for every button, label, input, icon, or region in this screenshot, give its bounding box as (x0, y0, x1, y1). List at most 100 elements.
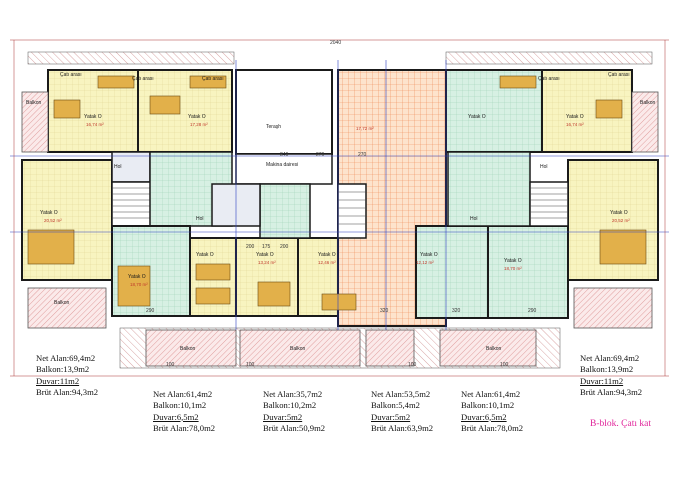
svg-text:18,70 m²: 18,70 m² (504, 266, 522, 271)
room-label: Çatı arası (60, 72, 82, 78)
roof-eave-top-right (445, 51, 653, 65)
room-label: Çatı arası (202, 76, 224, 82)
balcony-bottom-4 (439, 329, 537, 367)
room-label: Çatı arası (132, 76, 154, 82)
dimension: 175 (262, 244, 271, 250)
room-label: Teraşh (266, 124, 281, 130)
block-title: B-blok. Çatı kat (590, 419, 651, 429)
dimension: 200 (280, 244, 289, 250)
unit-stats-6: Net Alan:69,4m2 Balkon:13,9m2 Duvar:11m2… (580, 353, 642, 398)
wall-area: Duvar:11m2 (36, 375, 80, 386)
svg-text:17,28 m²: 17,28 m² (190, 122, 208, 127)
balcony-area: Balkon:5,4m2 (371, 400, 420, 411)
unit-stats-5: Net Alan:61,4m2 Balkon:10,1m2 Duvar:6,5m… (461, 389, 523, 434)
balcony-area: Balkon:10,1m2 (461, 400, 515, 411)
svg-text:18,70 m²: 18,70 m² (130, 282, 148, 287)
net-area: Net Alan:35,7m2 (263, 389, 323, 399)
room-label: Hol (470, 216, 478, 222)
balcony-area: Balkon:13,9m2 (36, 364, 90, 375)
balcony-bottom-2 (239, 329, 361, 367)
room-label: Yatak O (468, 114, 486, 120)
wall-area: Duvar:5m2 (371, 411, 411, 422)
balcony-bottom-1 (145, 329, 237, 367)
room-label: Çatı arası (608, 72, 630, 78)
room-label: Balkon (486, 346, 502, 352)
gross-area: Brüt Alan:94,3m2 (580, 386, 643, 397)
wall-area: Duvar:6,5m2 (153, 411, 199, 422)
unit-stats-4: Net Alan:53,5m2 Balkon:5,4m2 Duvar:5m2 B… (371, 389, 433, 434)
room-label: Hol (540, 164, 548, 170)
room-label: Yatak O (566, 114, 584, 120)
dimension: 840 (280, 152, 289, 158)
dimension-lines (10, 39, 669, 377)
room-label: Balkon (290, 346, 306, 352)
balcony-area: Balkon:13,9m2 (580, 364, 634, 375)
balcony-area: Balkon:10,1m2 (153, 400, 207, 411)
balcony-left-top (21, 91, 49, 153)
gross-area: Brüt Alan:78,0m2 (153, 422, 216, 433)
net-area: Net Alan:69,4m2 (36, 353, 96, 363)
net-area: Net Alan:61,4m2 (461, 389, 521, 399)
dimension: 270 (358, 152, 367, 158)
net-area: Net Alan:69,4m2 (580, 353, 640, 363)
unit-stats-2: Net Alan:61,4m2 Balkon:10,1m2 Duvar:6,5m… (153, 389, 215, 434)
dimension: 200 (246, 244, 255, 250)
dimension: 2040 (330, 40, 341, 46)
dimension: 100 (246, 362, 255, 368)
gross-area: Brüt Alan:78,0m2 (461, 422, 524, 433)
net-area: Net Alan:53,5m2 (371, 389, 431, 399)
room-label: Yatak O (128, 274, 146, 280)
gross-area: Brüt Alan:94,3m2 (36, 386, 99, 397)
room-label: Makina dairesi (266, 162, 298, 168)
svg-text:12,12 m²: 12,12 m² (416, 260, 434, 265)
balcony-right-top (631, 91, 659, 153)
area-tags: 16,74 m² 17,28 m² 20,52 m² 18,70 m² 13,2… (44, 122, 630, 287)
dimension: 320 (452, 308, 461, 314)
svg-text:16,74 m²: 16,74 m² (566, 122, 584, 127)
dimension: 100 (500, 362, 509, 368)
room-label: Balkon (640, 100, 656, 106)
svg-text:16,74 m²: 16,74 m² (86, 122, 104, 127)
room-label: Yatak O (188, 114, 206, 120)
roof-eave-top-left (27, 51, 235, 65)
wall-area: Duvar:5m2 (263, 411, 303, 422)
dimension: 290 (528, 308, 537, 314)
dimension: 290 (146, 308, 155, 314)
net-area: Net Alan:61,4m2 (153, 389, 213, 399)
bedroom-right-center (415, 225, 489, 319)
axis-lines (10, 60, 669, 330)
gross-area: Brüt Alan:63,9m2 (371, 422, 434, 433)
room-label: Hol (114, 164, 122, 170)
dimension: 100 (166, 362, 175, 368)
hall-right (447, 151, 531, 227)
room-label: Balkon (26, 100, 42, 106)
svg-text:17,72 m²: 17,72 m² (356, 126, 374, 131)
balcony-left-bottom (27, 287, 107, 329)
room-label: Yatak O (420, 252, 438, 258)
dimension: 320 (380, 308, 389, 314)
gross-area: Brüt Alan:50,9m2 (263, 422, 326, 433)
dimension: 270 (316, 152, 325, 158)
machine-room (235, 153, 333, 185)
wall-area: Duvar:6,5m2 (461, 411, 507, 422)
room-label: Yatak O (610, 210, 628, 216)
balcony-bottom-3 (365, 329, 415, 367)
unit-stats-1: Net Alan:69,4m2 Balkon:13,9m2 Duvar:11m2… (36, 353, 98, 398)
svg-text:13,24 m²: 13,24 m² (258, 260, 276, 265)
svg-text:20,52 m²: 20,52 m² (612, 218, 630, 223)
room-label: Yatak O (504, 258, 522, 264)
terrace (235, 69, 333, 155)
bedroom-right-center-2 (487, 225, 569, 319)
stairs-left (111, 181, 153, 227)
furniture (27, 75, 647, 311)
stairs-right (529, 181, 569, 227)
room-label: Çatı arası (538, 76, 560, 82)
room-label: Yatak O (256, 252, 274, 258)
unit-stats-3: Net Alan:35,7m2 Balkon:10,2m2 Duvar:5m2 … (263, 389, 325, 434)
room-label: Yatak O (84, 114, 102, 120)
room-label: Yatak O (318, 252, 336, 258)
stairs-center (259, 183, 311, 239)
room-label: Balkon (180, 346, 196, 352)
room-label: Yatak O (196, 252, 214, 258)
